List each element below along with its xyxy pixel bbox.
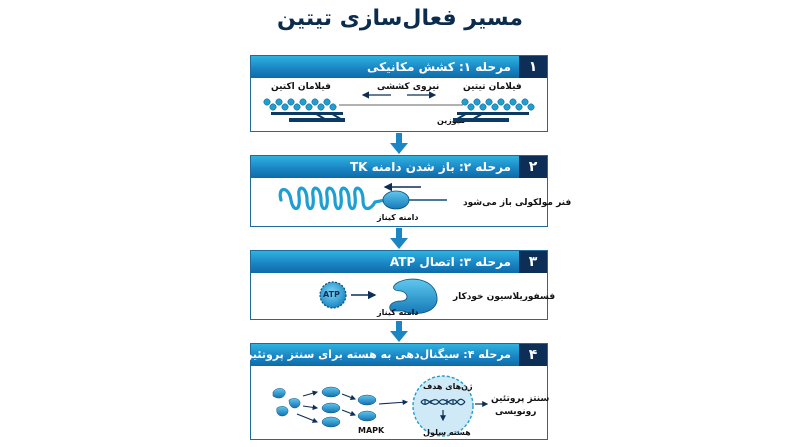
stage-header: ۳ مرحله ۳: اتصال ATP: [251, 251, 547, 273]
atp-binding-illustration: [319, 278, 438, 314]
myosin-label: میوزین: [437, 116, 466, 125]
myosin-right: [453, 112, 529, 122]
kinase-domain: [382, 190, 410, 210]
spring-label: فنر مولکولی باز می‌شود: [463, 198, 572, 208]
stage-4-panel: ۴ مرحله ۴: سیگنال‌دهی به هسته برای سنتز …: [243, 343, 550, 440]
target-genes-label: ژن‌های هدف: [423, 382, 473, 391]
stage-number: ۱: [519, 56, 547, 78]
stage-3-panel: ۳ مرحله ۳: اتصال ATP ATP فسفوریلاسیون خو…: [250, 250, 555, 320]
autophosphorylation-label: فسفوریلاسیون خودکار: [453, 292, 556, 302]
transcription-label: رونویسی: [495, 407, 537, 417]
force-label: نیروی کششی: [377, 82, 440, 92]
flow-arrow: [390, 228, 408, 249]
titin-label: فیلامان تیتین: [463, 82, 522, 92]
stage-heading: مرحله ۳: اتصال ATP: [389, 255, 511, 269]
kinase-label: دامنه کیناز: [377, 308, 419, 317]
kinase-label: دامنه کیناز: [377, 213, 419, 222]
sarcomere-illustration: [263, 91, 535, 122]
stage-2-panel: ۲ مرحله ۲: باز شدن دامنه TK فنر مولکولی …: [250, 155, 571, 227]
myosin-left: [271, 112, 345, 122]
page-title: مسیر فعال‌سازی تیتین: [277, 6, 523, 31]
stage-1-panel: ۱ مرحله ۱: کشش مکانیکی فیلامان اکتین نیر…: [250, 55, 548, 132]
stage-heading: مرحله ۱: کشش مکانیکی: [367, 60, 511, 74]
actin-label: فیلامان اکتین: [271, 82, 331, 92]
atp-molecule: [319, 281, 347, 309]
atp-label: ATP: [323, 290, 340, 299]
stage-heading: مرحله ۲: باز شدن دامنه TK: [350, 160, 511, 174]
flow-arrow: [390, 133, 408, 154]
stage-header: ۴ مرحله ۴: سیگنال‌دهی به هسته برای سنتز …: [243, 344, 547, 366]
molecular-spring: [278, 186, 387, 211]
stage-number: ۴: [519, 344, 547, 366]
nucleus-label: هسته سلول: [423, 428, 471, 437]
mapk-label: MAPK: [358, 426, 385, 435]
stage-header: ۱ مرحله ۱: کشش مکانیکی: [251, 56, 547, 78]
cascade-arrows: [296, 390, 409, 423]
stage-heading: مرحله ۴: سیگنال‌دهی به هسته برای سنتز پر…: [242, 348, 511, 361]
actin-chain-left: [263, 98, 337, 111]
signaling-molecules: [272, 386, 377, 428]
stage-number: ۲: [519, 156, 547, 178]
kinase-domain: [389, 278, 438, 314]
stage-header: ۲ مرحله ۲: باز شدن دامنه TK: [251, 156, 547, 178]
stage-number: ۳: [519, 251, 547, 273]
flow-arrow: [390, 321, 408, 342]
dna-helix-icon: [420, 398, 466, 406]
cell-nucleus: [412, 375, 474, 437]
spring-illustration: [278, 182, 447, 211]
protein-synthesis-label: سنتز پروتئین: [491, 394, 550, 404]
titin-chain-right: [461, 98, 535, 111]
signaling-illustration: [272, 375, 489, 437]
